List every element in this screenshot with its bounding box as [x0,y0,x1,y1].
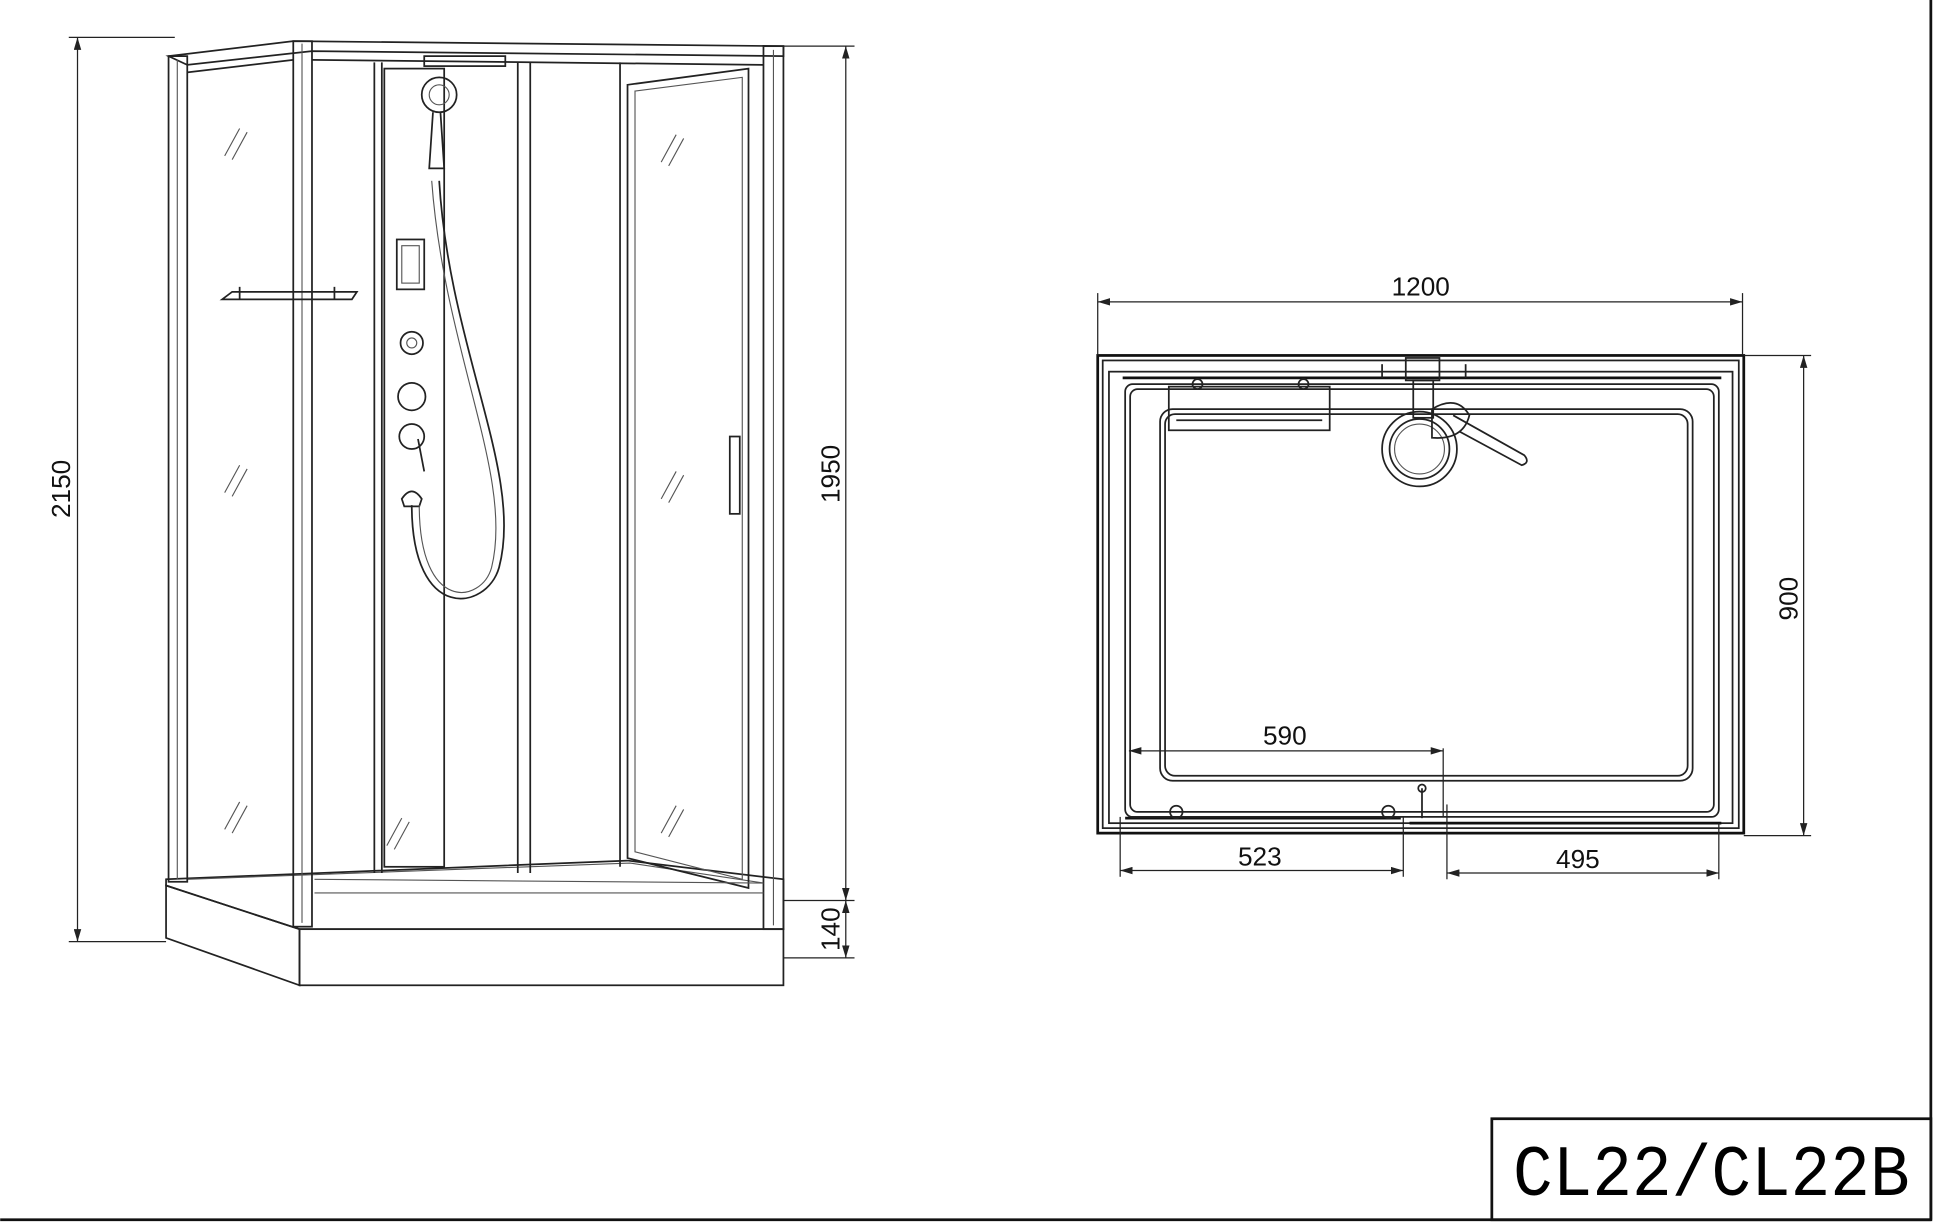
dim-495-label: 495 [1556,844,1600,874]
shower-plan-view: 1200 900 590 523 495 [1096,272,1812,880]
shower-elevation-view: 2150 1950 140 [46,36,855,987]
dimension-enclosure-height: 1950 [783,45,855,902]
dim-2150-label: 2150 [46,460,76,518]
dim-1950-label: 1950 [816,445,846,503]
dim-1200-label: 1200 [1392,272,1450,302]
dimension-drain-offset: 590 [1128,721,1444,817]
title-block: CL22/CL22B [1490,1117,1933,1222]
dimension-total-height: 2150 [46,36,175,943]
dimension-depth: 900 [1743,354,1812,837]
dimension-tray-height: 140 [783,900,855,959]
shower-column [383,55,507,868]
frame-posts [167,40,785,931]
glass-panels [314,62,764,894]
dimension-right-panel: 495 [1446,804,1720,880]
model-number: CL22/CL22B [1513,1135,1910,1217]
dimension-left-door: 523 [1119,816,1404,877]
glass-shelf [219,286,359,301]
plan-door-rollers [1169,783,1427,820]
plan-shower-column [1381,357,1528,488]
dimension-width: 1200 [1097,272,1744,356]
dim-140-label: 140 [816,907,846,951]
dim-900-label: 900 [1773,577,1803,621]
dim-523-label: 523 [1238,842,1282,872]
plan-shelf [1167,378,1331,432]
shower-tray [165,859,785,987]
dim-590-label: 590 [1263,721,1307,751]
glass-reflection-marks [224,128,685,850]
